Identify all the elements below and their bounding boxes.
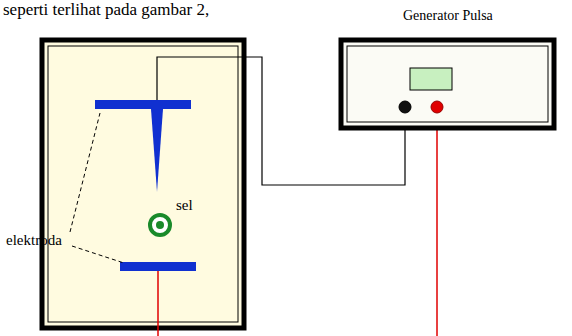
generator-inner-border: [347, 46, 548, 122]
chamber-inner-border: [48, 46, 238, 322]
cell-label: sel: [176, 197, 193, 214]
cell-nucleus: [156, 221, 164, 229]
black-terminal: [399, 101, 411, 113]
caption-fragment: seperti terlihat pada gambar 2,: [3, 0, 209, 20]
top-electrode: [95, 100, 191, 109]
cell-outline: [148, 213, 172, 237]
red-terminal: [431, 101, 443, 113]
generator-housing: [341, 40, 554, 128]
red-wire: [157, 270, 159, 336]
cell-membrane: [150, 215, 170, 235]
red-wire: [436, 114, 438, 336]
leader-line: [70, 113, 100, 232]
bottom-electrode: [120, 262, 196, 271]
leader-line: [72, 246, 124, 263]
display-screen: [410, 68, 452, 90]
chamber-housing: [42, 40, 244, 328]
pulse-generator: Generator Pulsa: [338, 6, 558, 36]
cell-circle: sel: [148, 213, 172, 237]
part-label: elektroda: [6, 232, 62, 249]
device-heading: Generator Pulsa: [403, 8, 493, 24]
needle-electrode: [151, 109, 163, 192]
